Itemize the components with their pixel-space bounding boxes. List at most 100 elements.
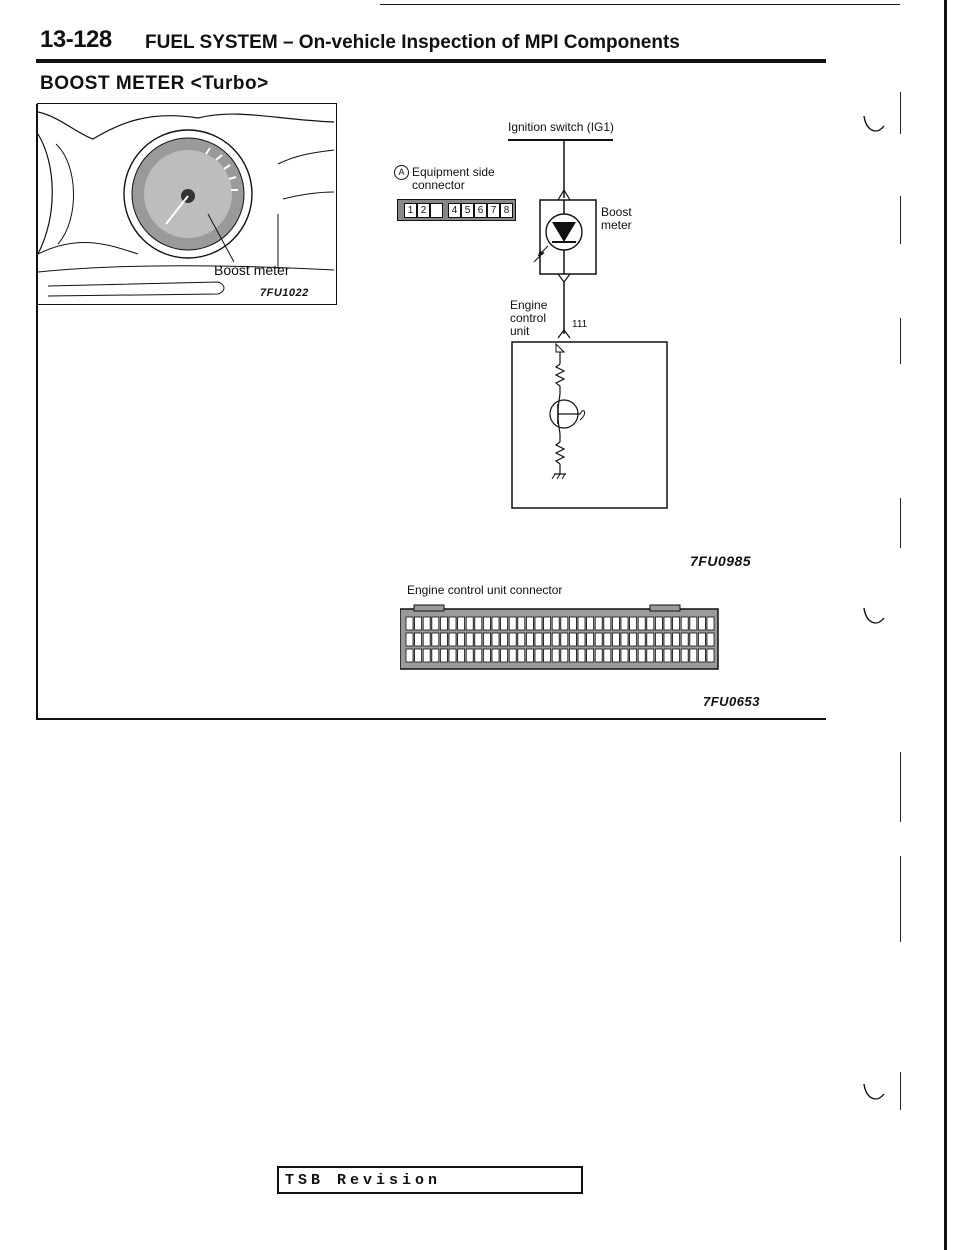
ecu-connector-pin <box>603 632 612 647</box>
ecu-connector-pin <box>474 616 483 631</box>
section-title: BOOST METER <Turbo> <box>40 73 269 94</box>
ecu-connector-pin <box>508 648 517 663</box>
content-frame <box>36 104 826 720</box>
ecu-connector-pin <box>560 648 569 663</box>
photo-callout: Boost meter <box>214 262 290 278</box>
ecu-connector-pin <box>663 648 672 663</box>
ecu-connector-pin <box>603 648 612 663</box>
binding-mark <box>900 752 901 822</box>
ecu-connector-pin <box>474 648 483 663</box>
photo-figure-code: 7FU1022 <box>260 287 309 299</box>
ecu-connector-pin <box>620 616 629 631</box>
ecu-connector-pin <box>440 632 448 647</box>
ecu-connector-pin <box>508 632 517 647</box>
ecu-connector-pin <box>526 632 534 647</box>
ecu-connector-pin <box>586 648 595 663</box>
ecu-connector-pin <box>508 616 517 631</box>
ecu-label: Engine control unit <box>510 298 548 338</box>
binding-mark <box>900 856 901 942</box>
connector-pin-5: 5 <box>461 203 474 218</box>
ecu-connector-pin <box>465 616 474 631</box>
ecu-connector-pin <box>431 648 440 663</box>
ecu-connector-pin <box>637 616 646 631</box>
page-title: FUEL SYSTEM – On-vehicle Inspection of M… <box>145 32 680 53</box>
ecu-connector-pin <box>706 648 715 663</box>
binding-mark <box>900 498 901 548</box>
ecu-connector-pin <box>448 632 457 647</box>
ecu-connector-pin <box>491 632 500 647</box>
ecu-connector-pin <box>577 632 586 647</box>
binding-mark <box>900 1072 901 1110</box>
connector-pin-6: 6 <box>474 203 487 218</box>
ecu-connector-pin <box>431 616 440 631</box>
ecu-connector-pin <box>680 632 689 647</box>
ecu-connector-pin <box>457 616 465 631</box>
ecu-connector-pin <box>526 648 534 663</box>
ecu-connector-pin <box>646 632 655 647</box>
connector-pin-7: 7 <box>487 203 500 218</box>
ecu-connector-pin <box>465 632 474 647</box>
ecu-connector-pin <box>543 616 552 631</box>
ecu-connector-pin <box>629 632 638 647</box>
ecu-connector-pin <box>654 632 663 647</box>
ecu-connector-pin <box>594 616 603 631</box>
ecu-connector-pin <box>543 648 552 663</box>
binding-mark <box>900 92 901 134</box>
ecu-connector-pin <box>577 648 586 663</box>
top-rule <box>380 4 900 5</box>
dashboard-photo: Boost meter 7FU1022 <box>37 103 337 305</box>
ecu-connector-pin <box>534 648 543 663</box>
ecu-connector-pin <box>672 616 681 631</box>
binding-mark <box>900 318 901 364</box>
ecu-connector-pin <box>500 648 508 663</box>
ecu-connector-pin <box>414 632 423 647</box>
boost-meter-label: Boost meter <box>601 205 632 232</box>
page-number: 13-128 <box>40 26 112 53</box>
ecu-connector-pin <box>448 616 457 631</box>
tsb-revision-box: TSB Revision <box>277 1166 583 1194</box>
ecu-connector-pin <box>603 616 612 631</box>
ecu-connector-pin <box>689 632 698 647</box>
connector-pin-2: 2 <box>417 203 430 218</box>
circuit-figure-code: 7FU0985 <box>690 553 752 569</box>
ecu-connector-pin <box>500 632 508 647</box>
ecu-connector-pin <box>629 616 638 631</box>
ecu-connector-pin <box>568 616 577 631</box>
ecu-connector-pin <box>637 632 646 647</box>
ecu-connector-pin <box>620 632 629 647</box>
ecu-connector-pin <box>672 648 681 663</box>
ecu-connector-pin <box>680 616 689 631</box>
connector-pin-8: 8 <box>500 203 513 218</box>
ecu-connector-figure-code: 7FU0653 <box>703 694 760 709</box>
ecu-connector-pin <box>517 632 526 647</box>
ecu-connector-pin <box>422 616 431 631</box>
ecu-connector-pin <box>483 616 491 631</box>
ecu-connector-pin <box>560 632 569 647</box>
ecu-connector-pin <box>646 648 655 663</box>
ecu-connector-pin <box>620 648 629 663</box>
ecu-connector-pin <box>551 648 560 663</box>
ecu-connector-pin <box>414 648 423 663</box>
ecu-connector-illustration <box>400 604 719 670</box>
ecu-connector-pin <box>637 648 646 663</box>
equipment-connector: 1 2 4 5 6 7 8 <box>397 199 516 221</box>
ecu-connector-pin <box>517 648 526 663</box>
ecu-connector-pin <box>534 616 543 631</box>
ecu-connector-pin <box>689 648 698 663</box>
ignition-label: Ignition switch (IG1) <box>508 120 615 134</box>
ecu-connector-pin <box>629 648 638 663</box>
ecu-connector-pin <box>440 616 448 631</box>
ecu-connector-pin <box>697 632 706 647</box>
ecu-connector-pin <box>534 632 543 647</box>
connector-marker-letter: A <box>398 167 405 177</box>
header-rule <box>36 59 826 63</box>
ecu-connector-pin <box>654 616 663 631</box>
ecu-connector-pin <box>697 648 706 663</box>
ecu-connector-pin <box>568 632 577 647</box>
ecu-connector-pin <box>414 616 423 631</box>
ignition-underline <box>508 139 613 141</box>
ecu-connector-pin <box>543 632 552 647</box>
ecu-connector-pin <box>611 648 620 663</box>
ecu-connector-pin <box>448 648 457 663</box>
ecu-connector-pin <box>594 632 603 647</box>
